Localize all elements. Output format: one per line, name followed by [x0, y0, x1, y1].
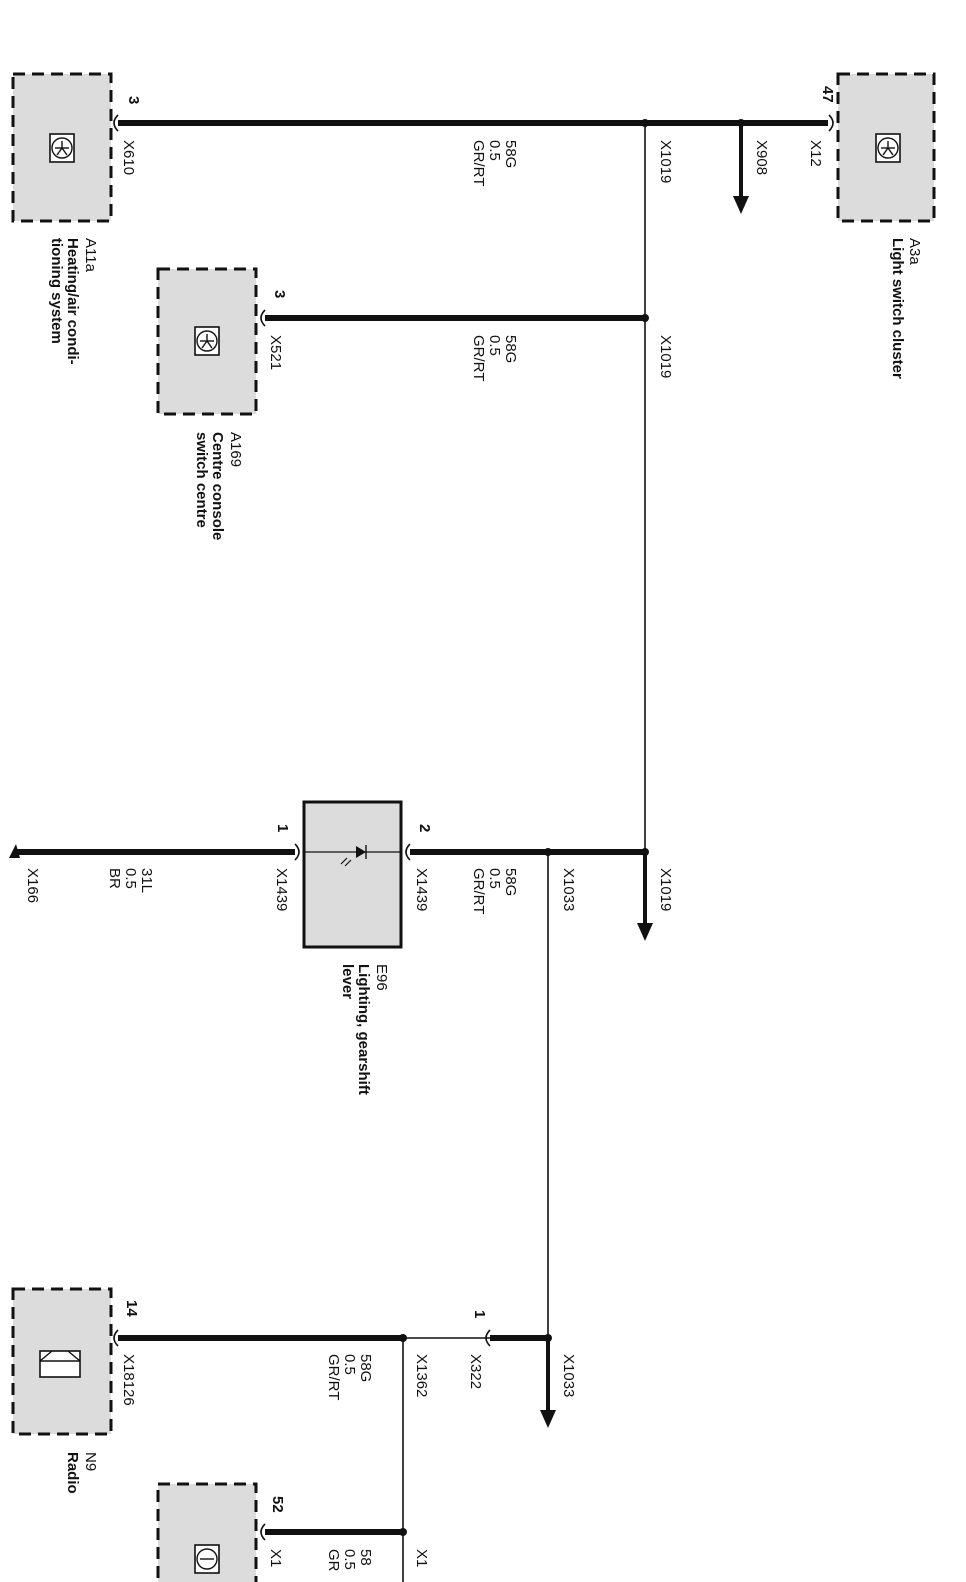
splice-bottom: [399, 1528, 407, 1536]
arrow-x1033-head: [540, 1410, 556, 1428]
pin-e96-top: 2: [416, 824, 433, 832]
connector-bottom-mark: [260, 1523, 266, 1541]
svg-text:58: 58: [357, 1549, 374, 1566]
connector-x610-mark: [113, 114, 119, 132]
connector-x521: X521: [267, 335, 284, 370]
pin-n9: 14: [123, 1300, 140, 1317]
connector-x166: X166: [24, 868, 41, 903]
connector-x1-cut: X1: [413, 1549, 430, 1567]
component-a11a-label: A11a Heating/air condi- tioning system: [48, 238, 99, 365]
svg-text:0.5: 0.5: [486, 140, 503, 161]
svg-text:lever: lever: [339, 964, 356, 999]
wire-spec-bottom: 58 0.5 GR: [325, 1549, 374, 1572]
svg-text:E96: E96: [373, 964, 390, 991]
svg-text:N9: N9: [82, 1452, 99, 1471]
svg-text:0.5: 0.5: [341, 1354, 358, 1375]
svg-text:Radio: Radio: [64, 1452, 81, 1494]
connector-x1439-mark: [405, 843, 411, 861]
connector-x12: X12: [807, 140, 824, 167]
splice-x1362: [399, 1334, 407, 1342]
transistor-icon: [875, 133, 901, 163]
svg-text:A3a: A3a: [906, 238, 923, 265]
connector-x1362: X1362: [413, 1354, 430, 1397]
connector-x1-cut: X1: [267, 1549, 284, 1567]
connector-x1019: X1019: [657, 140, 674, 183]
splice-x1033: [544, 848, 552, 856]
pin-bottom: 52: [269, 1496, 286, 1513]
wire-spec-top: 58G 0.5 GR/RT: [470, 140, 519, 186]
ground-x166-icon: [9, 844, 20, 858]
svg-text:0.5: 0.5: [486, 868, 503, 889]
svg-text:58G: 58G: [502, 868, 519, 896]
arrow-x908-head: [733, 196, 749, 214]
pin-e96-bottom: 1: [274, 824, 291, 832]
connector-x18126-mark: [113, 1329, 119, 1347]
connector-x521-mark: [260, 309, 266, 327]
wire-spec-e96-ground: 31L 0.5 BR: [106, 868, 155, 893]
svg-text:A11a: A11a: [82, 238, 99, 273]
wire-spec-e96-supply: 58G 0.5 GR/RT: [470, 868, 519, 914]
svg-text:Lighting, gearshift: Lighting, gearshift: [355, 964, 372, 1095]
svg-text:Heating/air condi-: Heating/air condi-: [64, 238, 81, 365]
connector-x610: X610: [120, 140, 137, 175]
transistor-icon: [194, 326, 220, 356]
connector-x1019: X1019: [657, 335, 674, 378]
svg-text:Light switch cluster: Light switch cluster: [889, 238, 906, 379]
wire-spec-radio: 58G 0.5 GR/RT: [325, 1354, 374, 1400]
transistor-icon: [49, 133, 75, 163]
svg-text:0.5: 0.5: [486, 335, 503, 356]
svg-text:58G: 58G: [502, 335, 519, 363]
connector-x1439: X1439: [273, 868, 290, 911]
connector-x1019: X1019: [657, 868, 674, 911]
svg-text:GR/RT: GR/RT: [470, 140, 487, 186]
transistor-icon: [194, 1544, 220, 1574]
svg-text:58G: 58G: [357, 1354, 374, 1382]
led-icon: [304, 845, 401, 867]
svg-text:GR/RT: GR/RT: [470, 335, 487, 381]
pin-x322: 1: [471, 1310, 488, 1318]
svg-text:0.5: 0.5: [122, 868, 139, 889]
svg-text:Centre console: Centre console: [209, 432, 226, 540]
svg-text:31L: 31L: [138, 868, 155, 893]
splice-x1019-top: [641, 119, 649, 127]
arrow-x1019-head: [637, 923, 653, 941]
svg-text:A169: A169: [227, 432, 244, 467]
component-e96-box: [302, 800, 403, 949]
component-a3a-label: A3a Light switch cluster: [889, 238, 923, 379]
svg-text:GR: GR: [325, 1549, 342, 1572]
connector-x908: X908: [753, 140, 770, 175]
svg-text:tioning system: tioning system: [48, 238, 65, 344]
connector-x12-mark: [828, 114, 834, 132]
connector-x1033: X1033: [560, 1354, 577, 1397]
svg-text:GR/RT: GR/RT: [470, 868, 487, 914]
component-a169-label: A169 Centre console switch centre: [193, 432, 244, 540]
svg-text:BR: BR: [106, 868, 123, 889]
pin-a3a: 47: [819, 86, 836, 103]
component-n9-label: N9 Radio: [64, 1452, 99, 1494]
connector-x322-mark: [485, 1329, 491, 1347]
pin-a169: 3: [271, 290, 288, 298]
svg-text:switch centre: switch centre: [193, 432, 210, 528]
svg-text:58G: 58G: [502, 140, 519, 168]
svg-text:GR/RT: GR/RT: [325, 1354, 342, 1400]
connector-x18126: X18126: [120, 1354, 137, 1406]
connector-x1439: X1439: [413, 868, 430, 911]
connector-x1439-mark: [294, 843, 300, 861]
connector-x322: X322: [467, 1354, 484, 1389]
speaker-icon: [39, 1350, 81, 1378]
splice-x1019-mid: [641, 314, 649, 322]
svg-text:0.5: 0.5: [341, 1549, 358, 1570]
connector-x1033: X1033: [560, 868, 577, 911]
component-e96-label: E96 Lighting, gearshift lever: [339, 964, 390, 1095]
pin-a11a: 3: [125, 96, 142, 104]
wire-spec-a169: 58G 0.5 GR/RT: [470, 335, 519, 381]
